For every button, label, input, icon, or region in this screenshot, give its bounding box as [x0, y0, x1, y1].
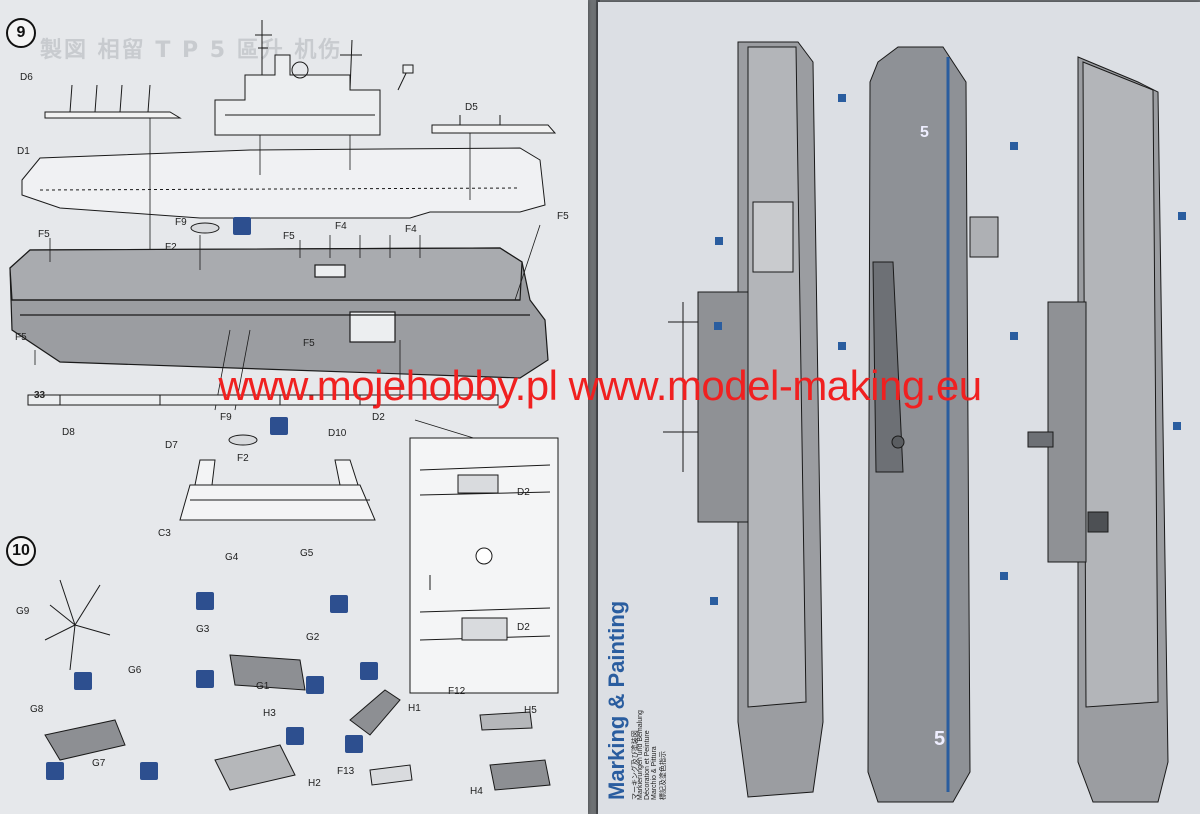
hull-drawing [9, 247, 549, 379]
subtitle-chinese: 標記及塗色指示 [659, 751, 667, 800]
step-9-marker: 9 [6, 18, 36, 48]
label-f2-top: F2 [165, 242, 177, 253]
part-d5-drawing [431, 115, 557, 134]
label-d6: D6 [20, 72, 33, 83]
label-h1: H1 [408, 703, 421, 714]
part-d6-drawing [44, 84, 182, 119]
label-g5: G5 [300, 548, 314, 559]
part-d1-flight-deck [21, 147, 546, 219]
part-d8-d2-strip [27, 394, 499, 406]
step-10-marker: 10 [6, 536, 36, 566]
marking-painting-title: Marking & Painting [604, 600, 629, 800]
label-c3: C3 [158, 528, 171, 539]
helicopter-drawings [44, 654, 551, 791]
label-g7: G7 [92, 758, 106, 769]
label-g2: G2 [306, 632, 320, 643]
label-d8: D8 [62, 427, 75, 438]
label-g6: G6 [128, 665, 142, 676]
label-f5-b: F5 [283, 231, 295, 242]
label-g1: G1 [256, 681, 270, 692]
label-f5-c: F5 [557, 211, 569, 222]
subtitle-german: Markierungen und Bemalung [637, 710, 644, 800]
deck-number-bottom: 5 [934, 728, 946, 750]
label-h3: H3 [263, 708, 276, 719]
detail-inset [409, 437, 559, 694]
island-superstructure [214, 20, 414, 136]
part-g9-rotor [44, 579, 111, 671]
label-f9-bottom: F9 [220, 412, 232, 423]
label-f4-a: F4 [335, 221, 347, 232]
marking-painting-title-block: Marking & Painting マーキング及び塗装図 Markierung… [604, 555, 651, 810]
subtitle-french: Décoration et Peinture [644, 730, 651, 800]
assembly-drawings [9, 20, 559, 791]
label-d2-inset-2: D2 [517, 622, 530, 633]
label-h5: H5 [524, 705, 537, 716]
label-d10: D10 [328, 428, 347, 439]
label-g4: G4 [225, 552, 239, 563]
label-f5-d: F5 [15, 332, 27, 343]
paint-callout-markers [710, 94, 1186, 605]
label-d1: D1 [17, 146, 30, 157]
side-profile-port [663, 41, 824, 798]
label-g3: G3 [196, 624, 210, 635]
insignia-markers [46, 217, 378, 780]
label-h2: H2 [308, 778, 321, 789]
flight-deck-top-view [867, 46, 999, 803]
label-d2-main: D2 [372, 412, 385, 423]
subtitle-italian: Marchio & Pittura [651, 746, 658, 800]
label-g9: G9 [16, 606, 30, 617]
label-f9-top: F9 [175, 217, 187, 228]
side-profile-starboard [1027, 56, 1169, 803]
label-f4-b: F4 [405, 224, 417, 235]
label-f5-a: F5 [38, 229, 50, 240]
label-d2-inset-1: D2 [517, 487, 530, 498]
label-f5-e: F5 [303, 338, 315, 349]
left-instruction-page: 9 10 製図 相留 T P 5 區升 机伤 [0, 0, 588, 814]
label-d7: D7 [165, 440, 178, 451]
label-f13: F13 [337, 766, 355, 777]
hull-number-33: 33 [34, 390, 46, 401]
part-c3-drawing [179, 459, 376, 521]
label-f2-bottom: F2 [237, 453, 249, 464]
painting-views [663, 41, 1186, 803]
label-d5: D5 [465, 102, 478, 113]
part-f9-boat [190, 222, 258, 446]
deck-number-top: 5 [920, 124, 929, 141]
watermark-text: www.mojehobby.pl www.model-making.eu [218, 362, 982, 409]
label-h4: H4 [470, 786, 483, 797]
label-f12: F12 [448, 686, 466, 697]
marking-painting-page: 5 5 [598, 2, 1200, 814]
label-g8: G8 [30, 704, 44, 715]
